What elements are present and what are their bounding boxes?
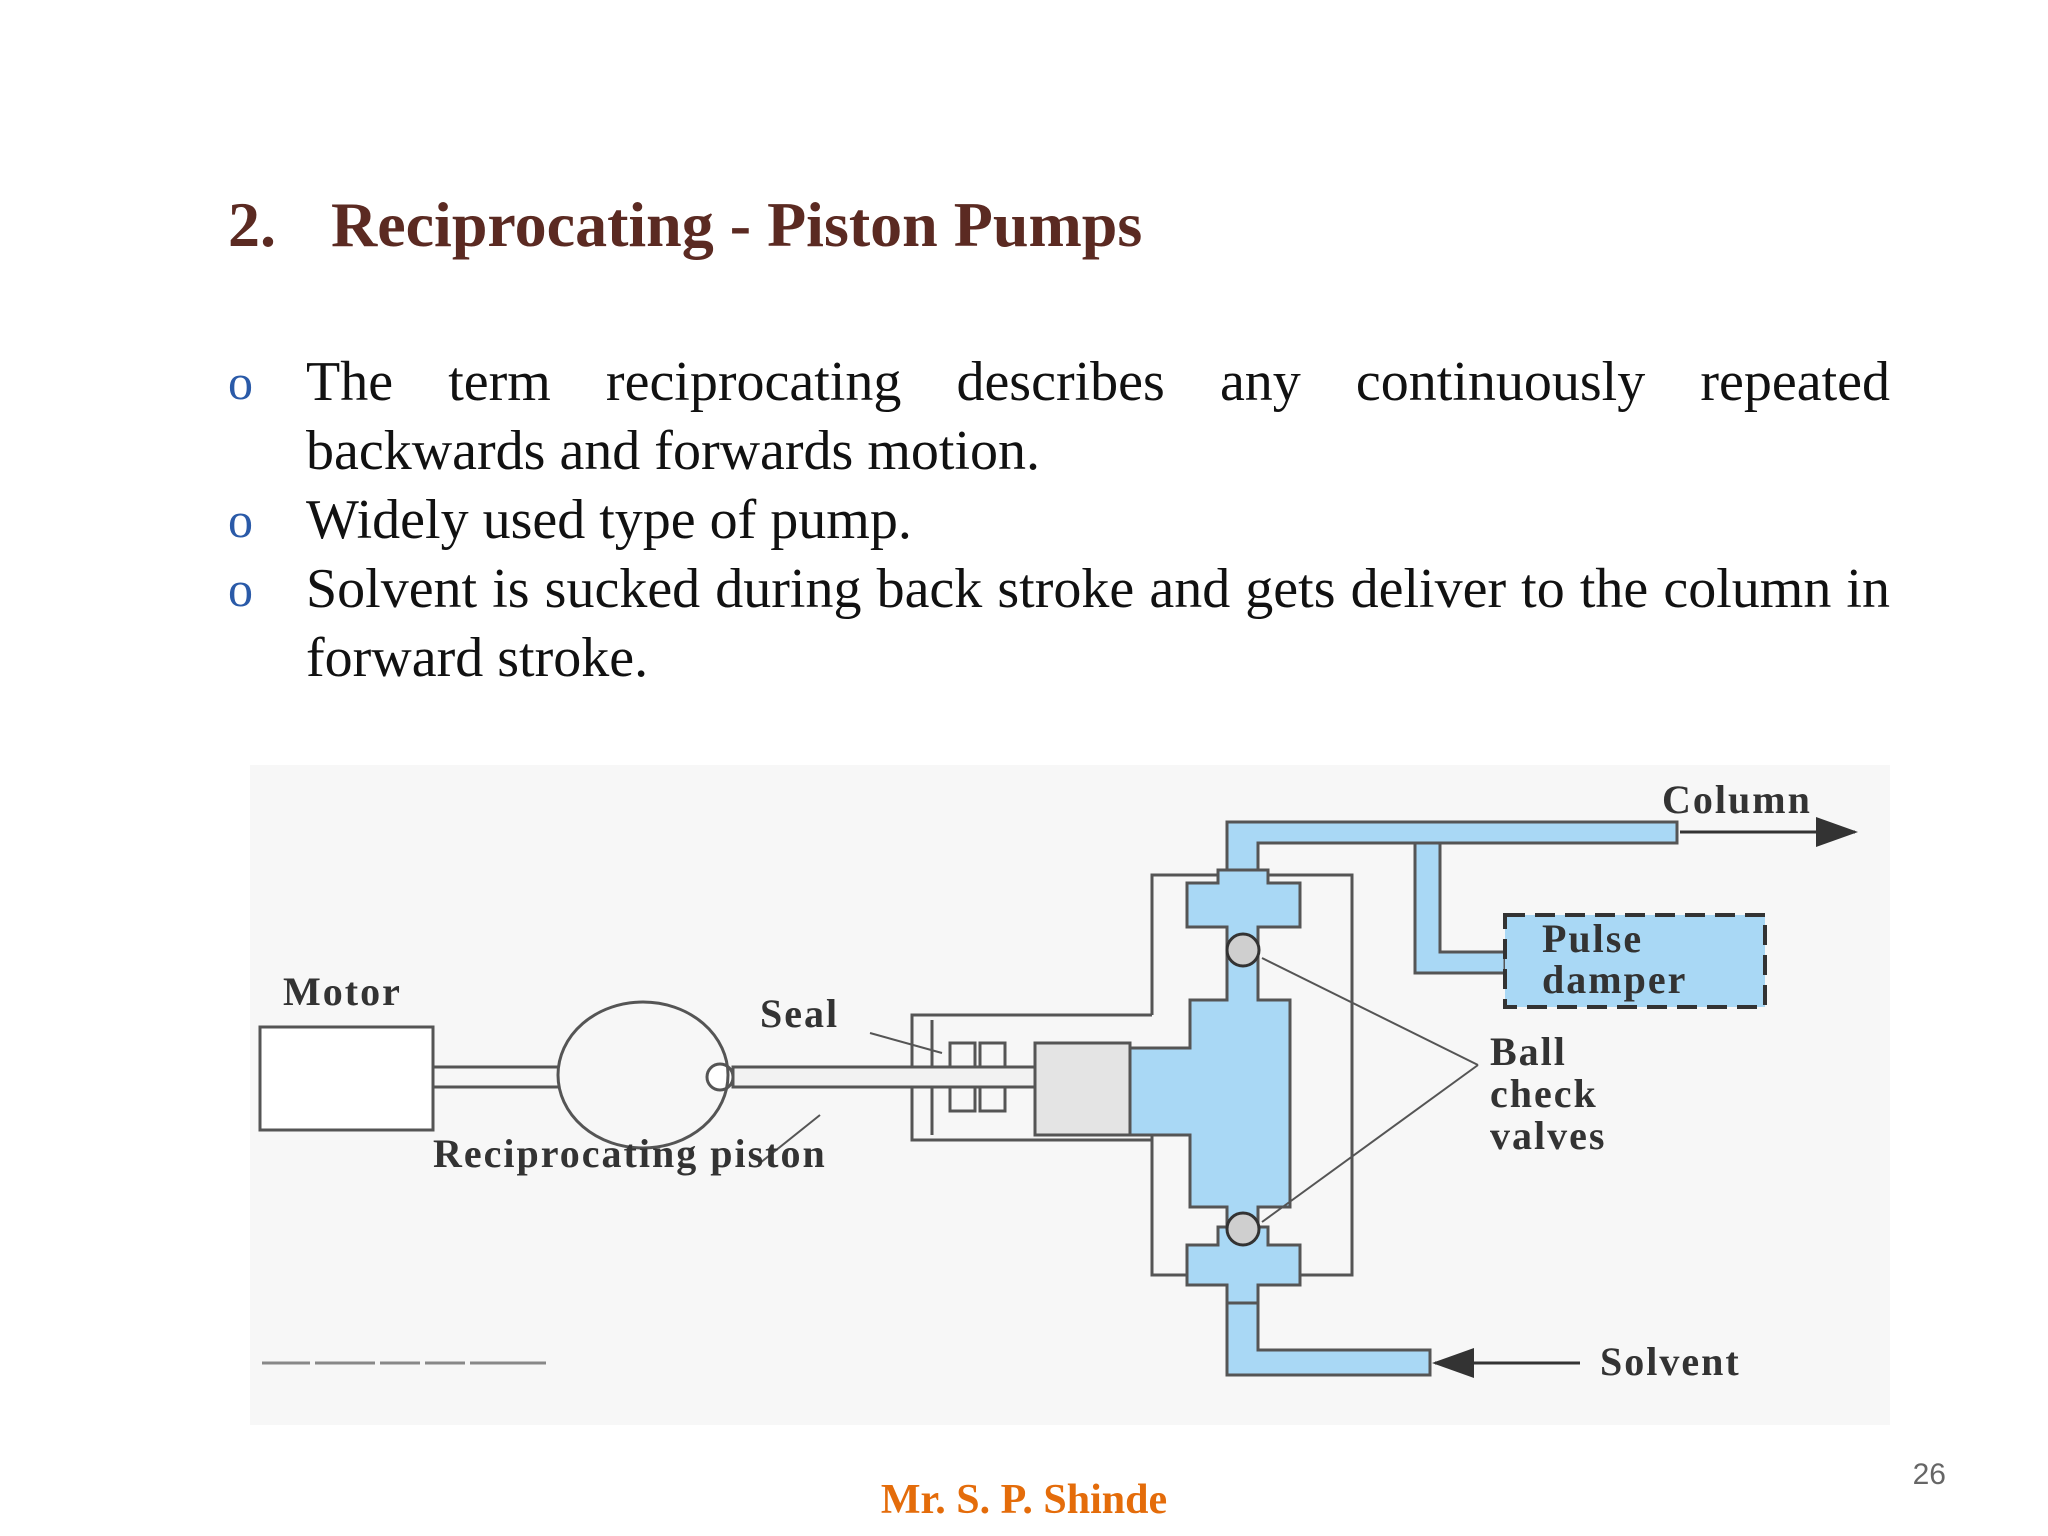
leader-lines bbox=[759, 957, 1479, 1223]
label-ball-line2: check bbox=[1490, 1071, 1598, 1116]
label-column: Column bbox=[1662, 777, 1812, 822]
label-solvent: Solvent bbox=[1600, 1339, 1741, 1384]
label-ball-line3: valves bbox=[1490, 1113, 1606, 1158]
label-reciprocating-piston: Reciprocating piston bbox=[433, 1131, 827, 1176]
bullet-item: o The term reciprocating describes any c… bbox=[228, 348, 1890, 486]
page-number: 26 bbox=[1912, 1458, 1946, 1491]
bullet-marker: o bbox=[228, 561, 253, 617]
label-pulse-damper-line1: Pulse bbox=[1542, 916, 1643, 961]
drive-shaft bbox=[433, 1065, 558, 1089]
title-number: 2. bbox=[228, 189, 276, 260]
bullet-item: o Solvent is sucked during back stroke a… bbox=[228, 555, 1890, 693]
ball-check-valve-lower bbox=[1225, 1211, 1261, 1247]
slide-title: 2. Reciprocating - Piston Pumps bbox=[228, 188, 1142, 262]
bullet-item: o Widely used type of pump. bbox=[228, 486, 1890, 555]
label-seal: Seal bbox=[760, 991, 839, 1036]
piston-rod bbox=[731, 1065, 1037, 1089]
label-ball-line1: Ball bbox=[1490, 1029, 1567, 1074]
piston-pump-diagram: Column Pulse damper Motor Seal Ball chec… bbox=[250, 765, 1890, 1425]
bullet-text: The term reciprocating describes any con… bbox=[306, 351, 1890, 482]
ball-check-valve-upper bbox=[1225, 932, 1261, 968]
title-text: Reciprocating - Piston Pumps bbox=[331, 189, 1143, 260]
piston-head bbox=[1033, 1041, 1132, 1137]
bullet-text: Widely used type of pump. bbox=[306, 489, 912, 551]
motor bbox=[258, 1025, 435, 1132]
bullet-text: Solvent is sucked during back stroke and… bbox=[306, 558, 1890, 689]
footer-author: Mr. S. P. Shinde bbox=[880, 1477, 1168, 1523]
label-motor: Motor bbox=[283, 969, 402, 1014]
bullet-marker: o bbox=[228, 492, 253, 548]
bullet-marker: o bbox=[228, 354, 253, 410]
pulse-damper bbox=[1503, 913, 1767, 1009]
diagram-svg: Column Pulse damper Motor Seal Ball chec… bbox=[258, 777, 1858, 1384]
crank-wheel bbox=[556, 1000, 730, 1150]
label-pulse-damper-line2: damper bbox=[1542, 957, 1687, 1002]
bullet-list: o The term reciprocating describes any c… bbox=[228, 348, 1890, 693]
